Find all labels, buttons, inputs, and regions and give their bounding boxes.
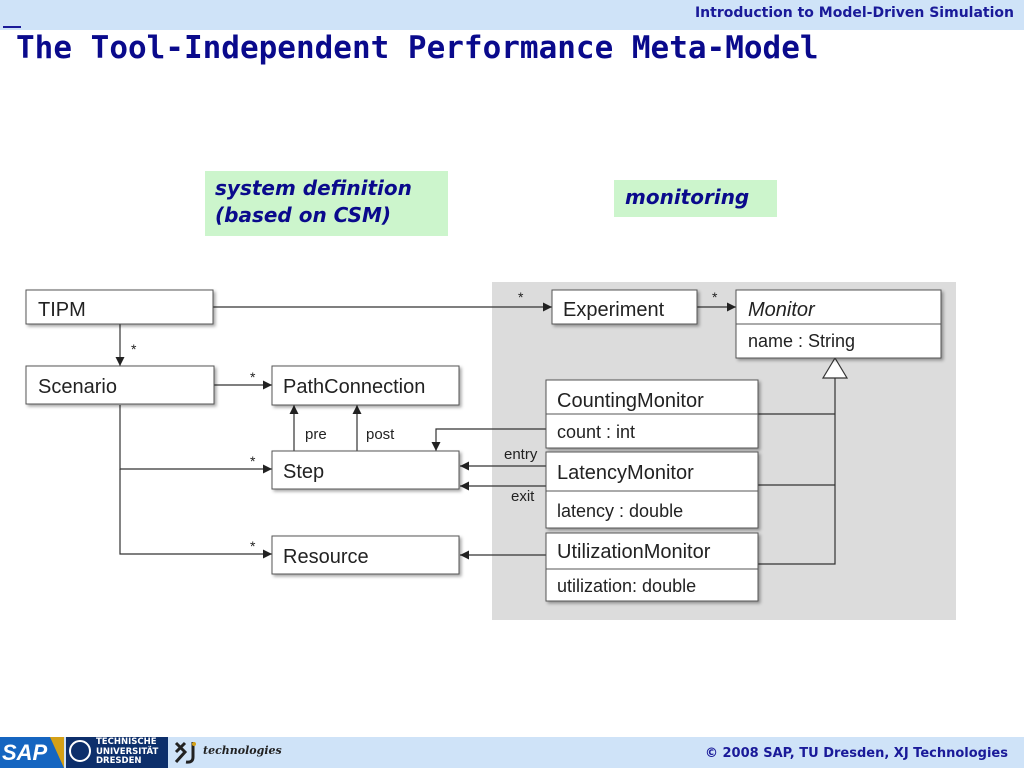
class-counting-monitor-name: CountingMonitor xyxy=(557,390,704,412)
class-utilization-monitor-attribute: utilization: double xyxy=(557,576,696,596)
class-monitor: Monitor name : String xyxy=(735,289,942,359)
mult-tipm-experiment: * xyxy=(518,289,524,305)
class-scenario-name: Scenario xyxy=(38,376,117,398)
class-counting-monitor: CountingMonitor count : int xyxy=(545,379,759,449)
class-tipm-name: TIPM xyxy=(38,299,86,321)
class-path-connection: PathConnection xyxy=(271,365,460,406)
mult-scenario-step: * xyxy=(250,453,256,469)
sap-logo-text: SAP xyxy=(2,740,48,765)
class-experiment-name: Experiment xyxy=(563,299,665,321)
role-entry: entry xyxy=(504,446,538,463)
tu-logo-line-2: UNIVERSITÄT xyxy=(96,746,159,757)
mult-experiment-monitor: * xyxy=(712,289,718,305)
note-monitoring: monitoring xyxy=(614,180,777,217)
tu-seal-icon xyxy=(69,740,91,762)
class-experiment: Experiment xyxy=(551,289,698,325)
mult-scenario-pathconnection: * xyxy=(250,369,256,385)
class-resource: Resource xyxy=(271,535,460,575)
tu-logo-line-3: DRESDEN xyxy=(96,756,142,766)
footer-bar: © 2008 SAP, TU Dresden, XJ Technologies xyxy=(0,737,1024,768)
class-step: Step xyxy=(271,450,460,490)
class-monitor-attribute: name : String xyxy=(748,331,855,351)
footer-copyright: © 2008 SAP, TU Dresden, XJ Technologies xyxy=(704,746,1008,761)
generalization-triangle xyxy=(821,356,849,379)
role-pre: pre xyxy=(305,426,327,443)
counting-step-assoc xyxy=(431,428,546,451)
mult-tipm-scenario: * xyxy=(131,341,137,357)
sap-logo: SAP xyxy=(0,737,64,768)
class-scenario: Scenario xyxy=(25,365,215,405)
tu-dresden-logo: TECHNISCHE UNIVERSITÄT DRESDEN xyxy=(66,737,168,768)
class-tipm: TIPM xyxy=(25,289,214,325)
slide-title: The Tool-Independent Performance Meta-Mo… xyxy=(16,30,819,66)
course-title: Introduction to Model-Driven Simulation xyxy=(694,5,1014,21)
connectors xyxy=(115,302,836,565)
note-system-definition: system definition (based on CSM) xyxy=(205,171,448,236)
note-system-definition-line-1: system definition xyxy=(215,176,412,200)
xj-technologies-logo: technologies xyxy=(170,737,282,768)
class-utilization-monitor-name: UtilizationMonitor xyxy=(557,541,711,563)
class-step-name: Step xyxy=(283,461,324,483)
header-tick xyxy=(3,26,21,28)
note-system-definition-line-2: (based on CSM) xyxy=(215,203,392,227)
class-path-connection-name: PathConnection xyxy=(283,376,425,398)
tu-logo-line-1: TECHNISCHE xyxy=(96,737,157,747)
footer-logos: SAP TECHNISCHE UNIVERSITÄT DRESDEN techn… xyxy=(0,737,282,768)
role-post: post xyxy=(366,426,395,443)
class-latency-monitor-attribute: latency : double xyxy=(557,501,683,521)
class-counting-monitor-attribute: count : int xyxy=(557,422,635,442)
class-latency-monitor: LatencyMonitor latency : double xyxy=(545,451,759,529)
class-utilization-monitor: UtilizationMonitor utilization: double xyxy=(545,532,759,602)
generalization-line xyxy=(758,378,836,565)
note-monitoring-label: monitoring xyxy=(625,185,750,209)
mult-scenario-resource: * xyxy=(250,538,256,554)
class-monitor-name: Monitor xyxy=(748,299,816,321)
scenario-resource-assoc xyxy=(119,469,272,559)
role-exit: exit xyxy=(511,488,535,505)
header-bar: Introduction to Model-Driven Simulation xyxy=(0,0,1024,30)
xj-logo-wordmark: technologies xyxy=(203,744,282,757)
class-resource-name: Resource xyxy=(283,546,369,568)
xj-mark-icon xyxy=(174,741,196,764)
class-latency-monitor-name: LatencyMonitor xyxy=(557,462,694,484)
